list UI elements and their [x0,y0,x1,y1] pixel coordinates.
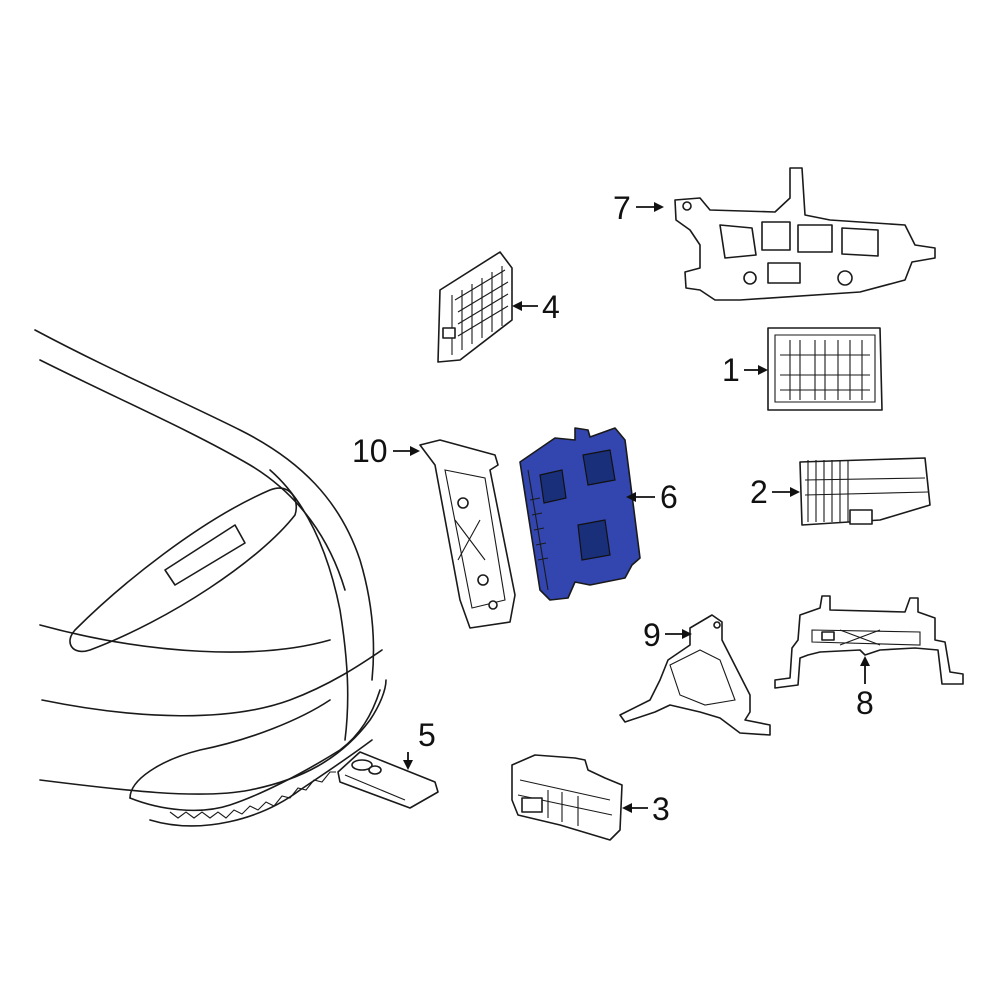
part-1-module [767,327,883,411]
callout-8: 8 [856,656,874,721]
callout-3: 3 [622,791,670,827]
callout-1-label: 1 [722,352,740,388]
part-2-module [799,457,931,526]
callout-8-label: 8 [856,685,874,721]
callout-4: 4 [512,289,560,325]
callout-1: 1 [722,352,768,388]
callout-7-label: 7 [613,190,631,226]
part-10-bracket [419,439,516,629]
callout-7: 7 [613,190,664,226]
part-4-amplifier [437,251,513,363]
callout-3-label: 3 [652,791,670,827]
callout-2: 2 [750,474,800,510]
part-8-bracket [774,595,964,689]
part-9-bracket [619,614,771,736]
vehicle-front-outline [34,329,387,827]
callout-9-label: 9 [643,617,661,653]
callout-10: 10 [352,433,420,469]
callout-9: 9 [643,617,692,653]
callout-5-label: 5 [418,717,436,753]
part-3-module [511,754,623,841]
callout-10-label: 10 [352,433,388,469]
callout-2-label: 2 [750,474,768,510]
callout-6-label: 6 [660,479,678,515]
part-6-body-control-module [519,427,641,601]
part-5-module [337,751,439,809]
part-7-bracket [674,167,936,301]
callout-6: 6 [626,479,678,515]
callout-5: 5 [403,717,436,770]
callout-4-label: 4 [542,289,560,325]
